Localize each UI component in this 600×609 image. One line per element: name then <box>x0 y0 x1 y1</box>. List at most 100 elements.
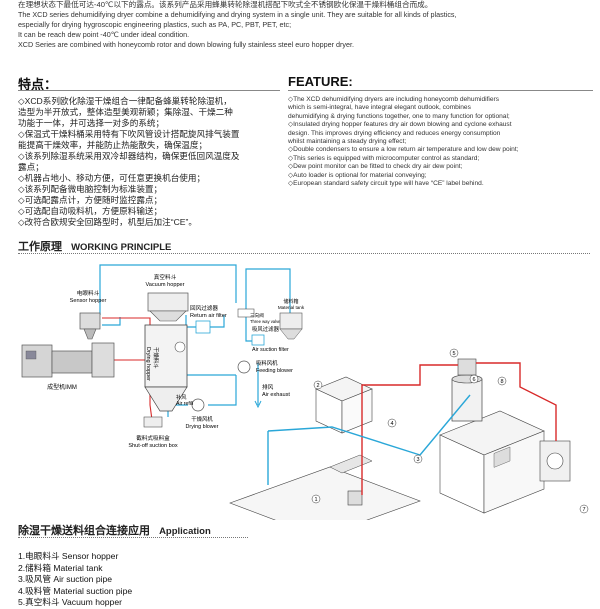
callout-1: 1 <box>314 497 317 503</box>
app-vacuum-hopper <box>457 358 477 376</box>
drying-hopper-en-label: Drying hopper <box>145 347 151 381</box>
molding-machine <box>21 342 115 378</box>
features-en-item: ◇Double condensers to ensure a low retur… <box>288 146 519 154</box>
vacuum-hopper-cn-label: 真空料斗 <box>154 273 177 281</box>
material-tank-cabinet <box>315 376 373 434</box>
application-rule <box>18 537 248 538</box>
return-filter-cn-label: 回风过滤器 <box>190 304 218 312</box>
features-en-list: ◇The XCD dehumidifying dryers are includ… <box>288 96 593 188</box>
features-en-item: dehumidifying & drying functions togethe… <box>288 112 510 120</box>
app-molding-machine <box>229 454 421 520</box>
air-pipe-drying <box>208 375 237 406</box>
features-cn-item: ◇可选配自动吸料机，方便原料输送； <box>18 206 163 216</box>
callout-3: 3 <box>416 457 419 463</box>
features-cn-item: 露点； <box>18 162 44 172</box>
app-air-pipe <box>267 426 421 456</box>
working-rule <box>18 253 590 254</box>
drying-blower-cn-label: 干燥风机 <box>191 415 213 423</box>
features-en-item: whilst maintaining a steady drying effec… <box>288 138 407 146</box>
drying-hopper-cn-label: 干燥料斗 <box>152 347 160 369</box>
features-cn-rule <box>18 90 280 91</box>
legend-item: 3.吸风管 Air suction pipe <box>18 574 113 584</box>
working-title-en: WORKING PRINCIPLE <box>71 242 172 253</box>
air-pipe-top <box>99 264 237 315</box>
callout-8-circle <box>497 376 507 386</box>
callout-6: 6 <box>472 377 475 383</box>
return-filter <box>195 320 211 334</box>
material-tank-small-cn-label: 储料箱 <box>283 298 298 305</box>
air-suction-filter <box>251 334 265 346</box>
callout-4: 4 <box>390 421 393 427</box>
callout-6-circle <box>469 374 479 384</box>
callout-7-circle <box>579 504 589 514</box>
intro-block: 在理想状态下最低可达-40℃以下的露点。该系列产品采用蜂巢转轮除湿机搭配下吹式全… <box>18 0 588 50</box>
three-way-valve <box>237 308 255 318</box>
three-way-valve-en-label: Three way valve <box>250 319 281 324</box>
drying-blower <box>191 398 205 412</box>
dryer-unit <box>439 410 545 514</box>
air-refill-cn-label: 补风 <box>176 393 187 401</box>
app-feeding-blower <box>539 440 571 482</box>
material-tank-small <box>279 312 303 340</box>
feeding-blower-en-label: Feeding blower <box>256 368 293 374</box>
callout-7: 7 <box>582 507 585 513</box>
air-exhaust-cn-label: 排风 <box>262 383 274 391</box>
intro-en-line-2: especially for drying hygroscopic engine… <box>18 20 292 29</box>
features-cn-item: 功能于一体，并可选择一对多的系统； <box>18 118 165 128</box>
features-cn-item: 造型为半开放式，整体造型美观新颖；集除湿、干燥二种 <box>18 107 233 117</box>
features-en-rule <box>288 90 593 91</box>
intro-en-line-4: XCD Series are combined with honeycomb r… <box>18 40 354 49</box>
legend-item: 2.储料箱 Material tank <box>18 562 103 573</box>
app-sensor-hopper <box>347 490 363 506</box>
intro-en-line-3: It can be reach dew point -40℃ under ide… <box>18 30 190 39</box>
working-title: 工作原理 WORKING PRINCIPLE <box>18 238 171 254</box>
intro-en-line-1: The XCD series dehumidifying dryer combi… <box>18 10 457 19</box>
imm-label: 成型机IMM <box>47 383 77 391</box>
features-en-item: which is semi-integral, have integral el… <box>288 104 471 112</box>
features-en-title: FEATURE: <box>288 74 353 89</box>
features-cn-item: 能提高干燥效率，并能防止热能散失，确保温度； <box>18 140 208 150</box>
callout-2: 2 <box>316 383 319 389</box>
material-tank-small-en-label: Material tank <box>278 305 305 310</box>
features-en-item: ◇The XCD dehumidifying dryers are includ… <box>288 96 500 103</box>
callout-8: 8 <box>500 379 503 385</box>
application-drawing: 1 2 3 4 5 6 7 8 <box>229 348 589 520</box>
callout-2-circle <box>313 380 323 390</box>
three-way-valve-cn-label: 三向阀 <box>250 312 264 319</box>
features-en-item: ◇This series is equipped with microcompu… <box>288 154 480 162</box>
vacuum-hopper-en-label: Vacuum hopper <box>145 282 184 288</box>
air-refill-en-label: Air refill <box>176 401 193 407</box>
sensor-hopper <box>79 312 101 340</box>
callout-1-circle <box>311 494 321 504</box>
sensor-hopper-en-label: Sensor hopper <box>70 298 107 304</box>
feeding-blower <box>237 360 251 374</box>
application-title-cn: 除湿干燥送料组合连接应用 <box>18 525 150 537</box>
exhaust-arrow-icon <box>254 400 262 409</box>
shutoff-en-label: Shut-off suction box <box>128 443 178 449</box>
callouts: 1 2 3 4 5 6 7 8 <box>311 348 589 514</box>
features-cn-list: ◇XCD系列欧化除湿干燥组合一律配备蜂巢转轮除湿机， 造型为半开放式，整体造型美… <box>18 96 280 228</box>
legend-item: 4.吸料管 Material suction pipe <box>18 585 133 596</box>
sensor-hopper-cn-label: 电眼料斗 <box>77 289 100 297</box>
application-title-en: Application <box>159 526 211 537</box>
air-pipe-top-right <box>245 268 291 313</box>
shutoff-cn-label: 截料式吸料盒 <box>136 434 170 442</box>
air-suction-filter-cn-label: 吸风过滤器 <box>252 325 280 333</box>
callout-5-circle <box>449 348 459 358</box>
features-cn-title: 特点： <box>18 77 58 92</box>
vacuum-hopper <box>147 292 189 322</box>
air-pipe-sensor <box>102 317 121 326</box>
app-air-pipe-2 <box>419 394 471 456</box>
features-en-item: ◇Auto loader is optional for material co… <box>288 171 427 179</box>
features-en-item: ◇Insulated drying hopper features dry ai… <box>288 121 512 129</box>
drying-hopper <box>144 324 188 412</box>
features-en-item: design. This improves drying efficiency … <box>288 129 501 137</box>
features-cn-item: ◇该系列除湿系统采用双冷却器结构，确保更低回风温度及 <box>18 151 240 161</box>
features-cn-item: ◇可选配露点计，方便随时监控露点； <box>18 195 163 205</box>
features-en-item: ◇European standard safety circuit type w… <box>288 180 484 188</box>
working-title-cn: 工作原理 <box>18 241 62 253</box>
app-material-pipe <box>361 364 458 495</box>
air-pipe-refill <box>179 350 236 376</box>
application-title: 除湿干燥送料组合连接应用 Application <box>18 522 211 538</box>
features-cn-item: ◇XCD系列欧化除湿干燥组合一律配备蜂巢转轮除湿机， <box>18 96 232 106</box>
